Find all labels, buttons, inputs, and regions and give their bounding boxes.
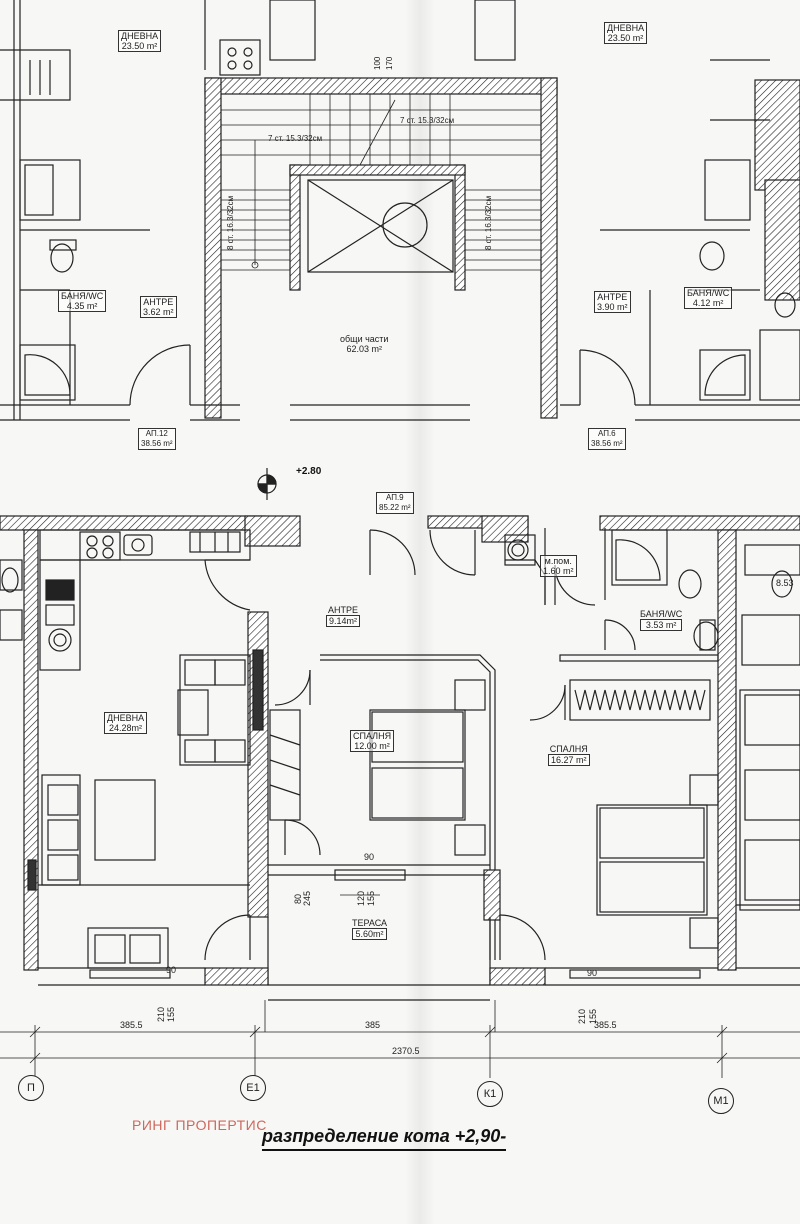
stair-note: 7 ст. 15.3/32см [268,134,323,143]
room-label-bedroom-2: СПАЛНЯ 16.27 m² [548,744,590,766]
room-label-bath: БАНЯ/WC 3.53 m² [640,609,683,631]
room-name: ДНЕВНА [121,31,159,41]
dimension-label: 245 [302,890,312,906]
neighbor-area-label: 8.53 [776,578,794,588]
room-area: 62.03 m² [346,344,382,354]
room-area: 16.27 m² [548,754,590,766]
stair-note: 8 ст. 16.3/32см [484,195,493,250]
room-label-left-living: ДНЕВНА 23.50 m² [118,30,162,52]
total-dimension: 2370.5 [392,1046,420,1056]
apartment-label-right: АП.6 38.56 m² [588,428,626,450]
dimension-label: 90 [166,965,177,975]
room-label-right-living: ДНЕВНА 23.50 m² [604,22,648,44]
room-label-right-hall: АНТРЕ 3.90 m² [594,291,631,313]
room-name: СПАЛНЯ [353,731,392,741]
room-name: БАНЯ/WC [61,291,104,301]
span-dimension: 385.5 [120,1020,143,1030]
room-label-common: общи части 62.03 m² [340,334,388,354]
room-label-right-bath: БАНЯ/WC 4.12 m² [684,287,733,309]
dimension-label: 90 [587,968,598,978]
apartment-area: 38.56 m² [591,439,623,448]
apartment-name: АП.9 [385,493,404,502]
apartment-label-left: АП.12 38.56 m² [138,428,176,450]
room-name: общи части [340,334,389,344]
room-area: 4.12 m² [692,298,724,308]
stair-dimension: 170 [385,56,394,70]
room-area: 23.50 m² [607,33,644,43]
room-name: ТЕРАСА [352,918,388,928]
dimension-label: 210 [156,1006,166,1022]
apartment-name: АП.6 [597,429,616,438]
room-area: 9.14m² [326,615,361,627]
apartment-area: 38.56 m² [141,439,173,448]
room-label-storage: м.пом. 1.60 m² [540,555,577,577]
span-dimension: 385 [365,1020,381,1030]
room-area: 12.00 m² [354,741,390,751]
room-name: ДНЕВНА [607,23,645,33]
room-area: 1.60 m² [543,566,574,576]
room-name: БАНЯ/WC [687,288,730,298]
room-label-hall: АНТРЕ 9.14m² [326,605,361,627]
axis-marker: П [18,1075,44,1101]
room-area: 24.28m² [109,723,143,733]
stair-dimension: 100 [373,56,382,70]
room-label-left-bath: БАНЯ/WC 4.35 m² [58,290,107,312]
room-area: 5.60m² [352,928,388,940]
level-mark: +2.80 [296,466,322,477]
axis-marker: М1 [708,1088,734,1114]
room-area: 23.50 m² [121,41,158,51]
stair-note: 8 ст. 16.3/32см [226,195,235,250]
room-name: СПАЛНЯ [549,744,588,754]
room-area: 3.90 m² [597,302,628,312]
span-dimension: 385.5 [594,1020,617,1030]
room-name: БАНЯ/WC [640,609,683,619]
apartment-name: АП.12 [145,429,168,438]
room-area: 3.62 m² [143,307,174,317]
room-label-living: ДНЕВНА 24.28m² [104,712,148,734]
dimension-label: 155 [366,890,376,906]
room-area: 4.35 m² [66,301,98,311]
apartment-label-main: АП.9 85.22 m² [376,492,414,514]
room-label-bedroom-1: СПАЛНЯ 12.00 m² [350,730,395,752]
dimension-label: 155 [166,1006,176,1022]
room-label-terrace: ТЕРАСА 5.60m² [352,918,388,940]
dimension-label: 210 [577,1008,587,1024]
dimension-label: 90 [364,852,375,862]
axis-marker: Е1 [240,1075,266,1101]
stair-note: 7 ст. 15.3/32см [400,116,455,125]
room-area: 3.53 m² [640,619,683,631]
room-name: АНТРЕ [143,297,174,307]
room-name: АНТРЕ [328,605,359,615]
room-name: АНТРЕ [597,292,628,302]
room-label-left-hall: АНТРЕ 3.62 m² [140,296,177,318]
apartment-area: 85.22 m² [379,503,411,512]
plan-caption: разпределение кота +2,90- [262,1126,507,1151]
room-name: ДНЕВНА [107,713,145,723]
axis-marker: К1 [477,1081,503,1107]
dimension-label: 120 [356,890,366,906]
room-name: м.пом. [544,556,572,566]
watermark: РИНГ ПРОПЕРТИС [132,1117,267,1133]
